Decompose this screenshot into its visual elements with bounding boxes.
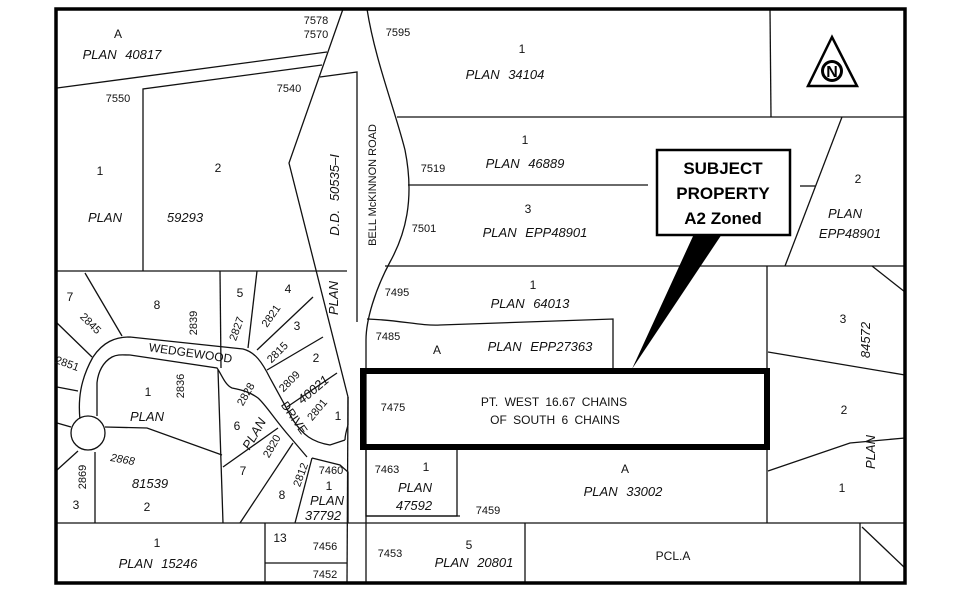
parcel-label: 1 <box>97 164 104 178</box>
plan-label: PLAN EPP27363 <box>488 339 594 354</box>
lot-label: 8 <box>279 488 286 502</box>
lot-label: 2 <box>144 500 151 514</box>
legal-description-line-2: OF SOUTH 6 CHAINS <box>490 413 620 427</box>
plan-label: 81539 <box>132 476 168 491</box>
address-label: 7570 <box>304 29 328 41</box>
plan-label: PLAN 33002 <box>584 484 663 499</box>
address-label: 7452 <box>313 569 337 581</box>
lot-label: 4 <box>285 282 292 296</box>
lot-label: 1 <box>335 409 342 423</box>
plan-label: PLAN 46889 <box>486 156 565 171</box>
parcel-label: 1 <box>519 42 526 56</box>
plan-label: 37792 <box>305 508 342 523</box>
callout-line-3: A2 Zoned <box>684 209 761 228</box>
parcel-label: A <box>621 462 629 476</box>
address-label: 7485 <box>376 331 400 343</box>
plan-label: 59293 <box>167 210 204 225</box>
plan-label: PLAN 15246 <box>119 556 198 571</box>
address-label: 7550 <box>106 93 130 105</box>
lot-label: 7 <box>67 290 74 304</box>
parcel-label: 3 <box>840 312 847 326</box>
plan-label: PLAN 20801 <box>435 555 514 570</box>
plan-label: PLAN 64013 <box>491 296 570 311</box>
parcel-lines <box>55 8 906 584</box>
callout-box <box>655 148 792 237</box>
address-label: 7453 <box>378 548 402 560</box>
parcel-label: 2 <box>215 161 222 175</box>
address-label: 2868 <box>108 452 136 468</box>
address-label: 7459 <box>476 505 500 517</box>
address-label: 7501 <box>412 223 436 235</box>
address-label: 7540 <box>277 83 301 95</box>
plan-label: PLAN <box>398 480 433 495</box>
parcel-label: 1 <box>522 133 529 147</box>
callout-line-2: PROPERTY <box>676 184 770 203</box>
address-label: 7475 <box>381 402 405 414</box>
plan-label: D.D. 50535–I <box>327 154 342 236</box>
address-label: 2828 <box>235 381 258 408</box>
parcel-label: A <box>433 343 441 357</box>
lot-label: 13 <box>273 531 287 545</box>
address-label: 2869 <box>77 465 89 489</box>
address-label: 7578 <box>304 15 328 27</box>
map-labels: A PLAN 40817 7578 7570 7550 7540 1 PLAN … <box>53 15 881 581</box>
address-label: 2821 <box>260 303 284 330</box>
plan-label: PLAN <box>326 280 341 315</box>
address-label: 7463 <box>375 464 399 476</box>
lot-label: 3 <box>294 319 301 333</box>
plan-label: 84572 <box>858 321 873 358</box>
lot-label: 7 <box>240 464 247 478</box>
parcel-label: 1 <box>839 481 846 495</box>
parcel-label: 2 <box>855 172 862 186</box>
plan-label: PLAN 40817 <box>83 47 162 62</box>
lot-label: 1 <box>154 536 161 550</box>
parcel-label: 1 <box>530 278 537 292</box>
plan-label: PLAN <box>310 493 345 508</box>
address-label: 2827 <box>227 315 247 342</box>
north-arrow-letter: N <box>826 64 838 81</box>
subject-property-outline <box>360 368 770 450</box>
parcel-label: 1 <box>423 460 430 474</box>
lot-label: 5 <box>237 286 244 300</box>
address-label: 7519 <box>421 163 445 175</box>
parcel-label: A <box>114 27 122 41</box>
callout-line-1: SUBJECT <box>683 159 763 178</box>
map-frame <box>54 7 907 585</box>
lot-label: 1 <box>145 385 152 399</box>
callout-pointer <box>632 234 722 369</box>
parcel-label: 3 <box>525 202 532 216</box>
parcel-label: PCL.A <box>656 549 691 563</box>
legal-description-line-1: PT. WEST 16.67 CHAINS <box>481 395 627 409</box>
address-label: 2845 <box>77 311 103 337</box>
address-label: 2839 <box>188 311 200 335</box>
plan-label: PLAN <box>88 210 123 225</box>
lot-label: 8 <box>154 298 161 312</box>
plan-label: PLAN EPP48901 <box>483 225 588 240</box>
plan-label: PLAN <box>828 206 863 221</box>
address-label: 7460 <box>319 465 343 477</box>
plan-label: 47592 <box>396 498 433 513</box>
lot-label: 6 <box>234 419 241 433</box>
address-label: 7456 <box>313 541 337 553</box>
road-name-label: BELL McKINNON ROAD <box>367 124 379 246</box>
lot-label: 2 <box>313 351 320 365</box>
address-label: 2815 <box>265 340 291 366</box>
plan-label: PLAN <box>863 434 878 469</box>
address-label: 7495 <box>385 287 409 299</box>
address-label: 2836 <box>175 374 187 398</box>
parcel-label: 5 <box>466 538 473 552</box>
plan-label: EPP48901 <box>819 226 881 241</box>
lot-label: 3 <box>73 498 80 512</box>
parcel-label: 2 <box>841 403 848 417</box>
plan-label: PLAN 34104 <box>466 67 545 82</box>
plan-label: PLAN <box>130 409 165 424</box>
address-label: 7595 <box>386 27 410 39</box>
north-arrow-icon: N <box>805 34 860 88</box>
lot-label: 1 <box>326 479 333 493</box>
